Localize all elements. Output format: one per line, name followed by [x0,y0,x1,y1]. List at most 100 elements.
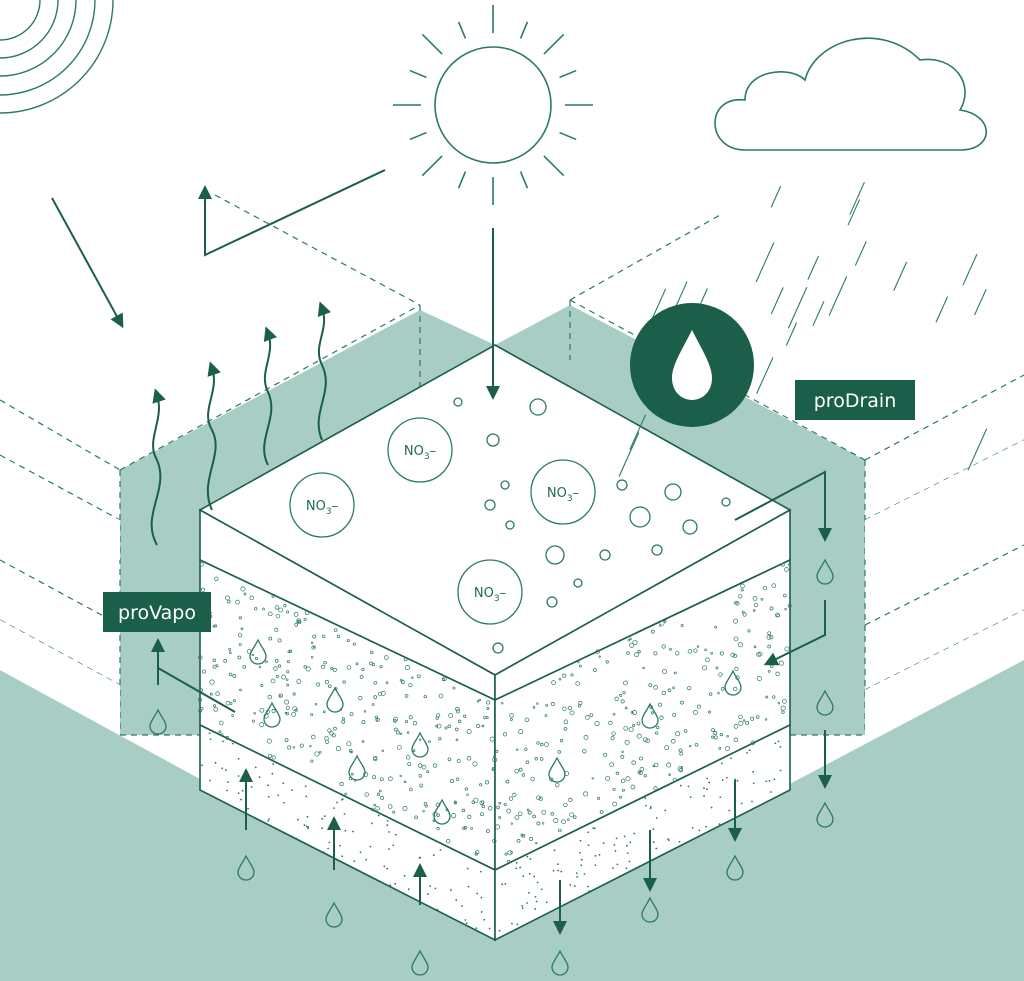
fine-grain [526,855,529,858]
grain [536,741,540,745]
nitrate-ion: NO3– [289,472,355,538]
water-drop [433,798,451,825]
grain [428,740,431,743]
grain [388,776,393,782]
grain [374,715,378,719]
fine-grain [602,842,605,845]
grain [504,852,508,856]
grain [316,682,321,687]
grain [271,709,276,714]
grain [373,803,377,807]
grain [284,699,290,705]
bubble [599,549,611,561]
grain [197,697,203,702]
grain [541,822,545,825]
grain [380,795,385,800]
grain [239,688,242,692]
grain [538,796,543,801]
fine-grain [277,794,280,797]
fine-grain [353,860,356,863]
grain [726,734,729,738]
grain [448,713,454,718]
grain [623,680,628,686]
grain [487,806,493,811]
grain [510,822,513,825]
rain-line [849,181,865,215]
grain [787,563,791,566]
grain [311,645,316,650]
base-texture [201,732,782,932]
grain [406,731,410,734]
bubble [486,433,500,447]
fine-grain [434,887,437,890]
fine-grain [282,782,285,785]
grain [372,775,377,779]
grain [228,647,232,651]
grain [375,806,380,811]
grain [268,636,273,641]
left-slab [120,310,495,735]
grain [784,646,790,652]
grain [648,683,653,688]
nitrate-ion: NO3– [457,559,523,625]
grain [438,737,442,741]
grain [637,650,641,654]
grain [750,716,755,721]
fine-grain [267,796,270,798]
grain [503,802,507,806]
fine-grain [623,835,626,838]
grain [572,815,577,819]
grain [481,724,485,728]
grain [209,679,215,685]
grain [784,608,787,611]
grain [215,691,220,696]
fine-grain [488,927,491,930]
grain [228,672,233,677]
grain [639,766,645,772]
rain-line [807,255,820,280]
fine-grain [268,818,270,821]
fine-grain [718,823,721,826]
grain [625,776,631,782]
grain [213,707,219,712]
fine-grain [725,776,728,779]
grain [238,616,242,620]
grain [476,723,481,729]
grain [271,595,275,598]
sun-ray [559,69,577,79]
grain [569,710,575,716]
grain [521,773,526,777]
grain [650,629,655,634]
fine-grain [237,757,240,760]
fine-grain [464,919,467,921]
grain [524,747,528,751]
water-drop [551,949,569,976]
fine-grain [321,818,324,820]
grain [516,748,519,751]
fine-grain [323,815,326,818]
grain [558,677,562,681]
fine-grain [752,782,755,785]
grain [321,664,326,670]
grain [567,818,570,821]
fine-grain [209,779,211,782]
fine-grain [557,869,560,872]
grain [286,610,290,614]
grain [653,651,658,656]
fine-grain [748,749,751,751]
water-drop [149,708,167,735]
far-panels [0,440,1024,735]
grain [525,760,530,764]
fine-grain [291,789,293,792]
water-drop [641,896,659,923]
grain [653,786,658,791]
grain [536,795,541,801]
grain [498,801,502,805]
rain-line [854,241,867,266]
grain [762,586,768,591]
fine-grain [521,904,524,907]
nitrate-label: NO3– [474,586,506,604]
grain [212,624,216,628]
grain [199,562,204,567]
grain [710,652,713,655]
